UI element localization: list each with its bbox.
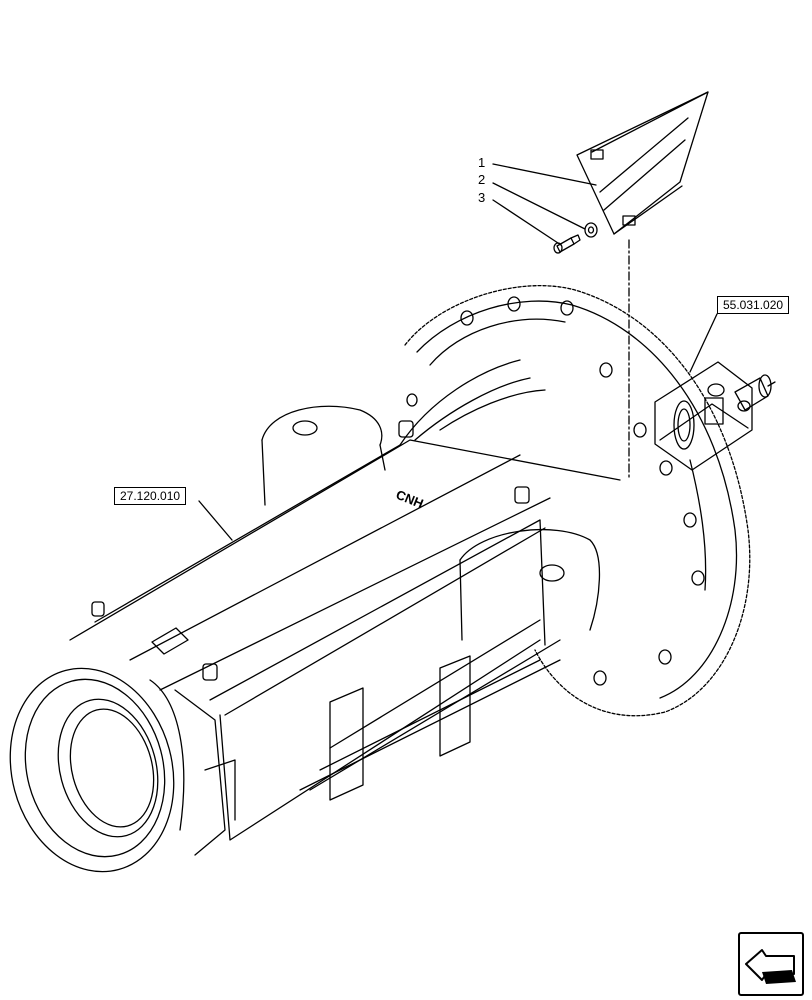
washer-part xyxy=(584,222,598,238)
screw-part xyxy=(553,234,581,254)
callout-2: 2 xyxy=(478,172,486,187)
callout-3: 3 xyxy=(478,190,486,205)
leader-line-sensor xyxy=(689,313,718,373)
return-arrow-icon xyxy=(745,949,796,984)
leader-line-housing xyxy=(198,500,233,541)
leader-line-3 xyxy=(492,199,562,246)
return-arrow-button[interactable] xyxy=(738,932,804,996)
callout-1: 1 xyxy=(478,155,486,170)
leader-line-1 xyxy=(492,163,597,186)
leader-line-2 xyxy=(492,182,586,230)
casting-mark: CNH xyxy=(394,487,426,511)
housing-reference-link[interactable]: 27.120.010 xyxy=(114,487,187,505)
speed-sensor-part xyxy=(654,361,776,471)
protective-cover-part xyxy=(576,91,709,235)
sensor-reference-link[interactable]: 55.031.020 xyxy=(717,296,790,314)
axle-housing-part xyxy=(9,284,751,873)
